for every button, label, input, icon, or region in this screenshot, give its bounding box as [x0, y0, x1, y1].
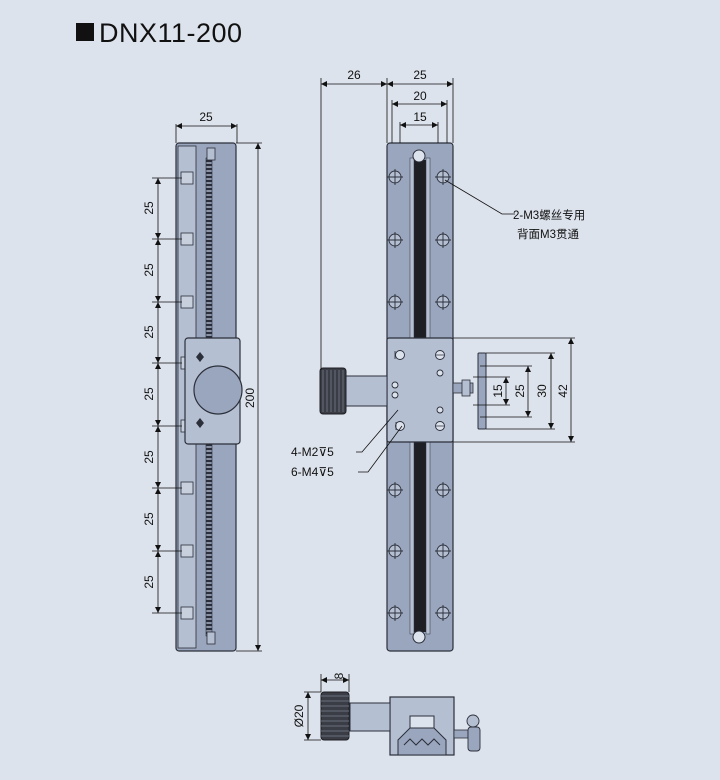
callout-m4-leader: [358, 425, 403, 473]
right-dim-30: 30: [535, 384, 549, 398]
end-offset: 8: [332, 672, 346, 679]
side-knob-face: [193, 365, 243, 415]
side-bottom-stub: [206, 631, 216, 645]
callout-m2-size: 4-M2: [291, 445, 319, 459]
top-lock-screw-head: [461, 379, 471, 397]
callout-m4-depth: 5: [327, 465, 334, 479]
callout-back-line1: 2-M3螺丝专用: [513, 208, 585, 222]
end-dovetail: [397, 727, 447, 756]
side-pitch-dim-2: 25: [142, 263, 156, 277]
top-end-holes: [412, 149, 426, 644]
callout-m4-label: 6-M4⊽5: [291, 465, 334, 479]
side-carriage-mark-bottom: [196, 418, 204, 428]
side-view: 25 200 25 25 25 25 25 25 25: [142, 110, 262, 652]
depth-icon: ⊽: [318, 465, 327, 479]
top-dim-15: 15: [413, 110, 427, 124]
side-pitch-dim-1: 25: [142, 201, 156, 215]
end-lock-head: [466, 714, 480, 728]
callout-m4-size: 6-M4: [291, 465, 319, 479]
side-pitch-dim-4: 25: [142, 387, 156, 401]
end-dovetail-teeth: [403, 738, 441, 746]
side-width-dim: 25: [199, 110, 213, 124]
end-lock-lever: [467, 726, 481, 752]
top-dim-26: 26: [347, 68, 361, 82]
callout-m2-label: 4-M2⊽5: [291, 445, 334, 459]
top-dim-20: 20: [413, 89, 427, 103]
end-knob-shaft: [349, 702, 391, 732]
side-pitch-dim-6: 25: [142, 512, 156, 526]
side-pitch-dim-7: 25: [142, 575, 156, 589]
callout-m2-leader: [356, 409, 399, 453]
right-dim-15: 15: [491, 384, 505, 398]
side-pitch-dim-5: 25: [142, 450, 156, 464]
top-dim-25: 25: [413, 68, 427, 82]
title-text: DNX11-200: [99, 18, 243, 48]
right-dim-25: 25: [513, 384, 527, 398]
top-knob-shaft: [343, 375, 388, 407]
title-square-icon: [76, 23, 94, 41]
side-carriage-mark-top: [196, 352, 204, 362]
drawing-title: DNX11-200: [76, 18, 243, 49]
top-carriage-holes: [391, 350, 445, 431]
depth-icon: ⊽: [318, 445, 327, 459]
top-knob-body: [319, 367, 347, 415]
right-dim-42: 42: [556, 384, 570, 398]
callout-m2-depth: 5: [327, 445, 334, 459]
end-knob-knurl: [321, 695, 349, 737]
top-view: 26 25 20 15 15 25 30 42 2-M3螺丝专用 背: [291, 68, 585, 652]
top-mount-holes: [387, 169, 451, 621]
callout-back-leader: [444, 179, 515, 215]
callout-back-line2: 背面M3贯通: [517, 227, 579, 241]
side-pitch-dim-3: 25: [142, 325, 156, 339]
top-knob-knurl: [322, 370, 344, 412]
side-length-dim: 200: [243, 388, 257, 408]
end-view: Ø20 8: [292, 672, 481, 756]
top-lock-lever: [477, 352, 487, 430]
end-lock-stem: [453, 729, 469, 739]
end-knob-dia: Ø20: [292, 704, 306, 727]
side-top-stub: [206, 147, 216, 161]
